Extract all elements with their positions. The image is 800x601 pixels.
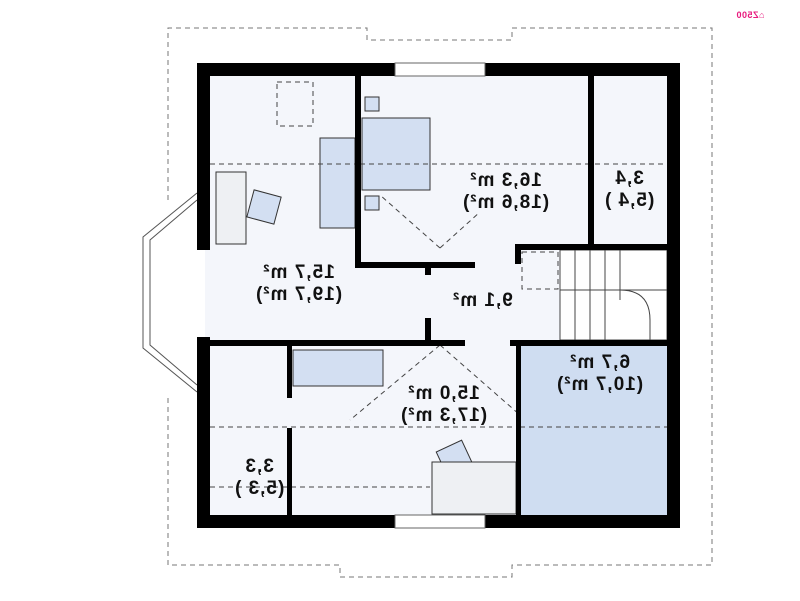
windows bbox=[394, 62, 486, 529]
bathroom-floor bbox=[520, 346, 667, 516]
room-total-area: (19,7 m²) bbox=[255, 284, 343, 305]
room-area: 15,0 m² bbox=[407, 383, 480, 404]
room-label-bedroom-left: 15,7 m² (19,7 m²) bbox=[255, 262, 342, 306]
room-area: 9,1 m² bbox=[452, 290, 513, 311]
room-area: 3,4 bbox=[614, 168, 644, 189]
room-label-bathroom: 6,7 m² (10,7 m²) bbox=[556, 352, 643, 396]
room-area: 16,3 m² bbox=[469, 170, 542, 191]
room-area: 6,7 m² bbox=[569, 352, 631, 373]
walls bbox=[197, 63, 680, 528]
room-total-area: (5,3 ) bbox=[234, 478, 285, 499]
logo-text: Z500 bbox=[736, 10, 759, 20]
staircase bbox=[559, 249, 668, 341]
roof-outline bbox=[167, 27, 713, 578]
slope-lines bbox=[210, 81, 667, 488]
room-label-hall: 9,1 m² bbox=[452, 290, 513, 312]
room-total-area: (18,6 m²) bbox=[462, 192, 550, 213]
room-label-bedroom-master: 16,3 m² (18,6 m²) bbox=[462, 170, 549, 214]
room-area: 15,7 m² bbox=[262, 262, 335, 283]
room-label-closet-top: 3,4 (5,4 ) bbox=[604, 168, 654, 212]
furniture bbox=[215, 96, 517, 515]
brand-logo: ⌂Z500 bbox=[736, 10, 765, 20]
room-label-closet-bottom: 3,3 (5,3 ) bbox=[234, 456, 284, 500]
room-total-area: (17,3 m²) bbox=[400, 405, 488, 426]
room-label-bedroom-bottom: 15,0 m² (17,3 m²) bbox=[400, 383, 487, 427]
bay-window bbox=[142, 192, 198, 393]
room-area: 3,3 bbox=[244, 456, 274, 477]
room-total-area: (5,4 ) bbox=[604, 190, 655, 211]
room-total-area: (10,7 m²) bbox=[556, 374, 644, 395]
